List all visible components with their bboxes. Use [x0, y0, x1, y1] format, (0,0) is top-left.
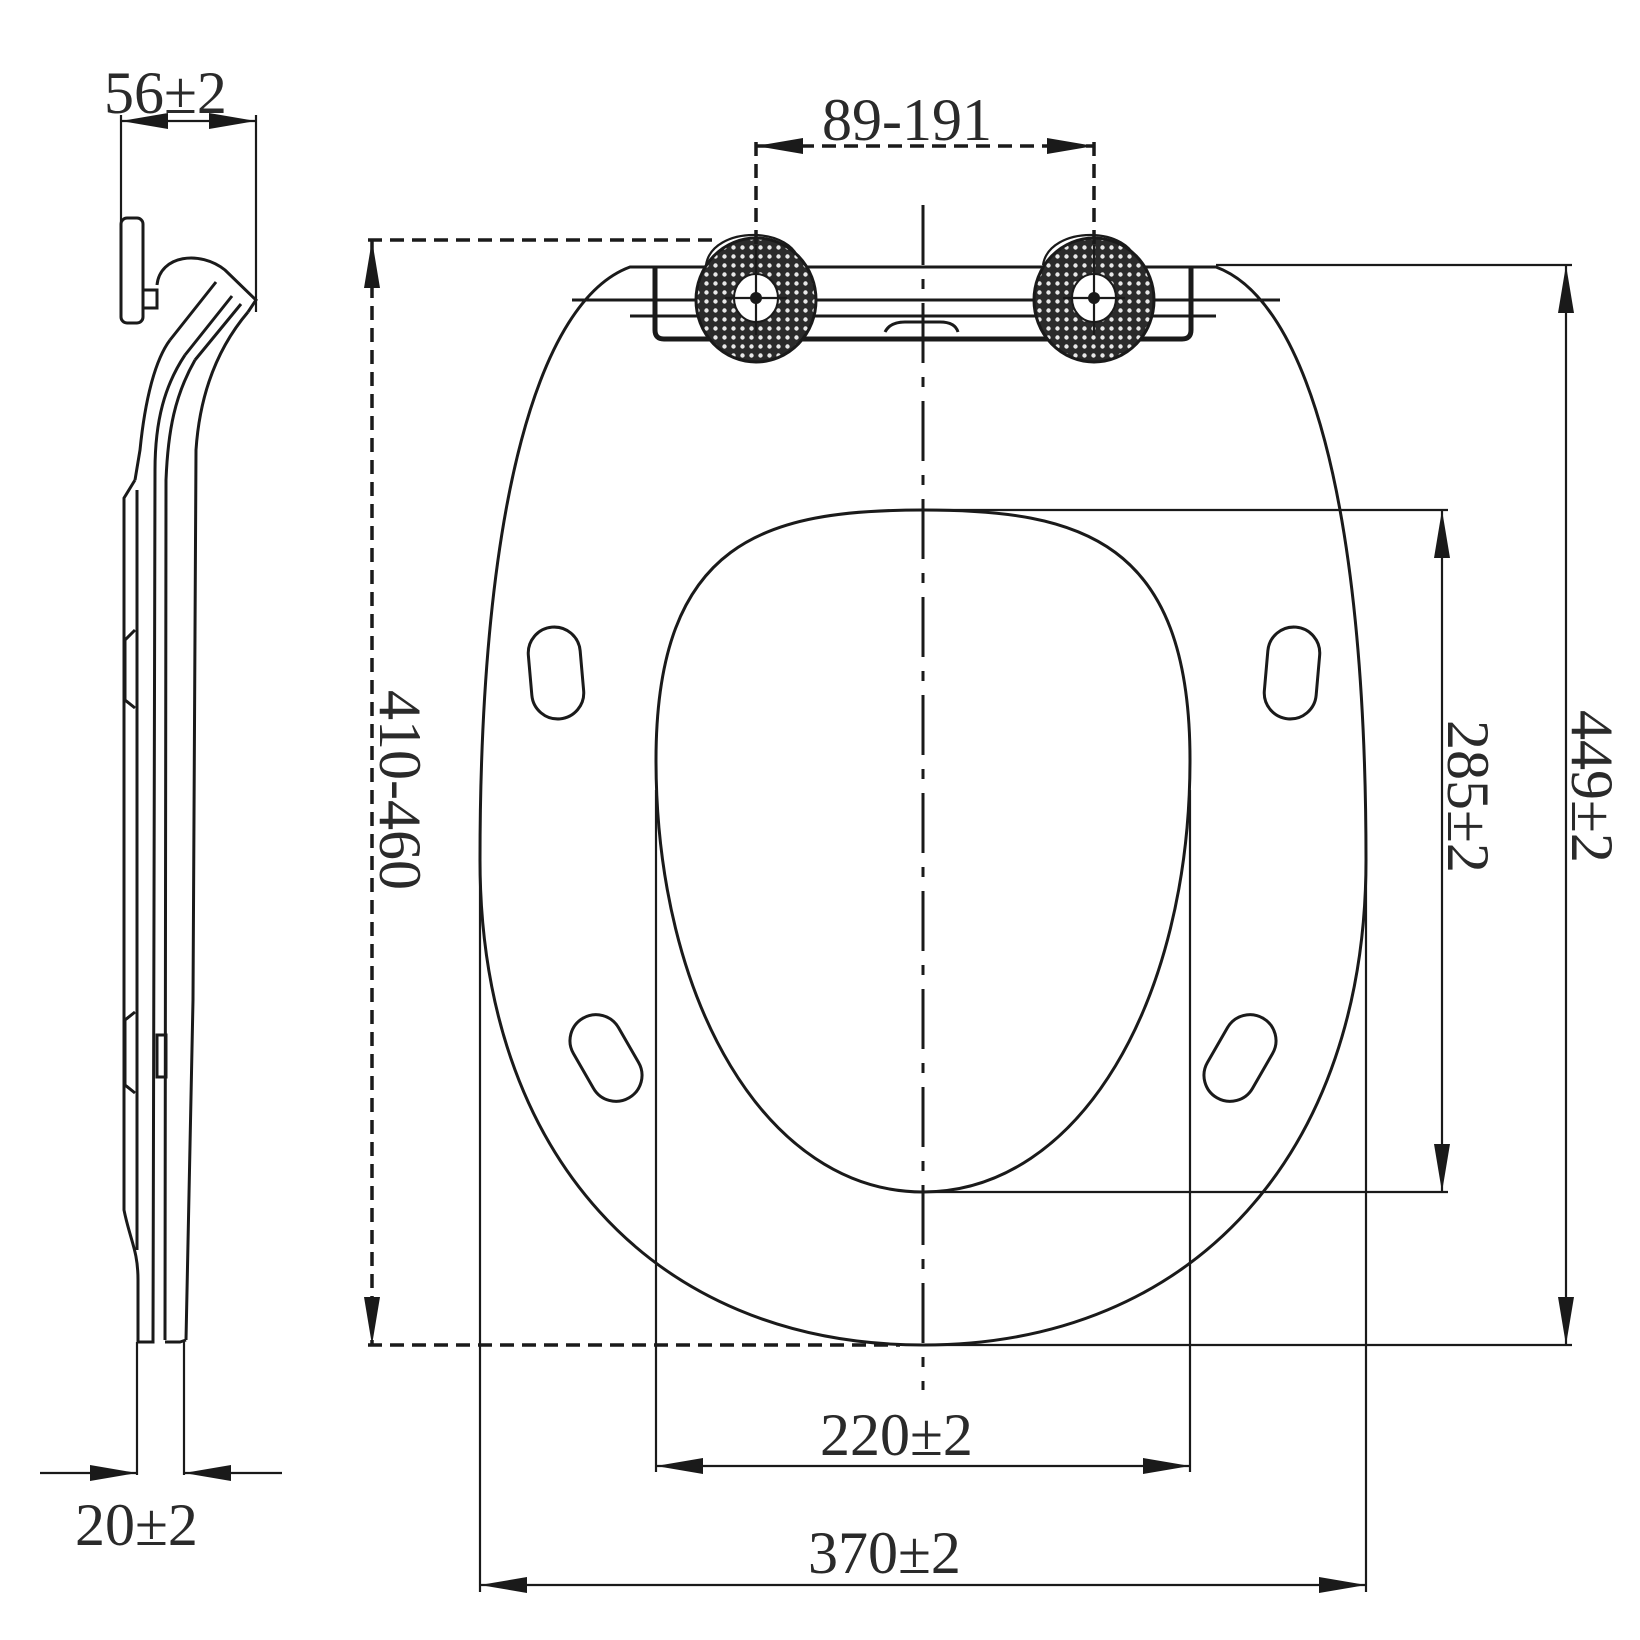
hinge-knuckle: [155, 256, 258, 313]
dim-label-hinge-spacing: 89-191: [822, 87, 992, 153]
hinge-bar: [572, 265, 1280, 342]
bumper-slot-lower-left: [568, 1013, 644, 1103]
side-view: 56±2 20±2: [40, 60, 282, 1558]
dim-label-thickness: 20±2: [75, 1492, 198, 1558]
dim-label-overall-width: 370±2: [808, 1520, 961, 1586]
dim-label-overall-length: 449±2: [1559, 710, 1625, 863]
seat-profile: [133, 339, 172, 481]
bumper-slot-upper-left: [526, 625, 586, 721]
dim-overall-length: 449±2: [923, 263, 1625, 1347]
bumper-upper: [123, 628, 137, 710]
hinge-post-right: [1032, 234, 1156, 364]
hinge-pin: [141, 288, 159, 310]
dim-opening-length: 285±2: [923, 508, 1501, 1194]
dim-label-length-range: 410-460: [367, 690, 433, 890]
bumper-lower: [123, 1010, 136, 1095]
hinge-plate: [119, 216, 145, 325]
dim-label-opening-length: 285±2: [1435, 720, 1501, 873]
bumper-slot-lower-right: [1202, 1013, 1278, 1103]
dim-opening-width: 220±2: [654, 790, 1192, 1474]
lid-edge: [122, 479, 140, 1340]
top-view: 89-191 410-460 449±2 285±2: [364, 87, 1625, 1593]
dim-hinge-height: 56±2: [104, 60, 258, 312]
bumper-slot-upper-right: [1262, 625, 1322, 721]
dim-label-hinge-height: 56±2: [104, 60, 227, 126]
dim-thickness: 20±2: [40, 1342, 282, 1558]
dim-overall-width: 370±2: [478, 860, 1368, 1593]
dim-length-range: 410-460: [364, 238, 900, 1347]
dim-hinge-spacing: 89-191: [754, 87, 1096, 250]
seat-bumper: [155, 1033, 168, 1079]
dim-label-opening-width: 220±2: [820, 1402, 973, 1468]
hinge-post-left: [694, 234, 818, 364]
